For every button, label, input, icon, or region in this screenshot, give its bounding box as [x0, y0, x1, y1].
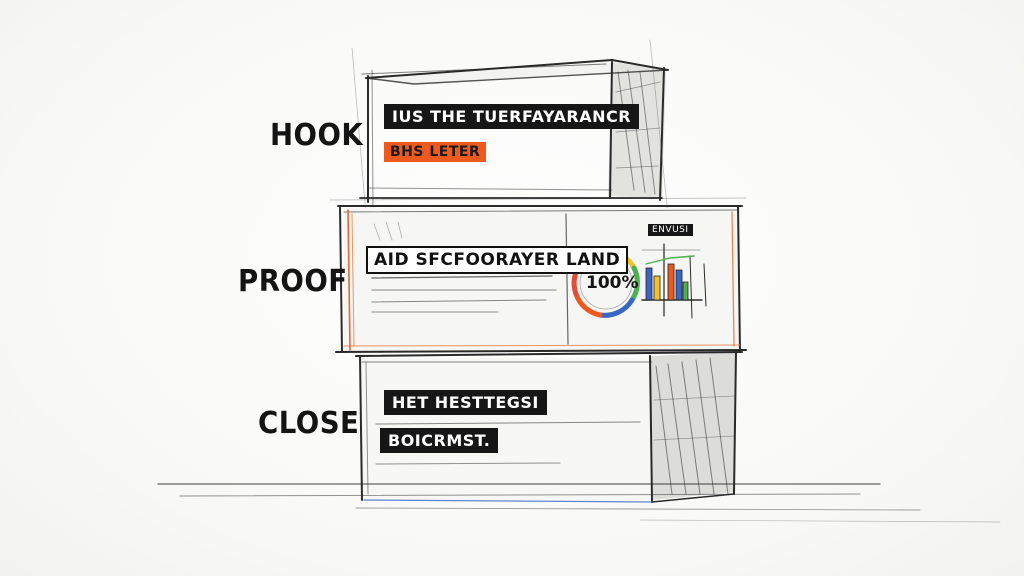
hook-highlight: BHS LETER: [384, 142, 487, 162]
gauge-value: 100%: [586, 273, 639, 293]
close-box: [157, 351, 1001, 523]
proof-headline: AID SFCFOORAYER LAND: [366, 246, 629, 274]
hook-box: [351, 39, 669, 216]
stage-label-hook: HOOK: [270, 118, 364, 153]
close-headline: HET HESTTEGSI: [384, 390, 547, 415]
stage-label-close: CLOSE: [258, 406, 360, 441]
stage-label-proof: PROOF: [238, 264, 348, 299]
proof-box: [329, 197, 747, 353]
hook-headline: IUS THE TUERFAYARANCR: [384, 104, 640, 129]
close-subline: BOICRMST.: [380, 428, 499, 453]
mini-bar-chart: [641, 243, 707, 319]
proof-chart-tag: ENVUSI: [648, 224, 693, 236]
